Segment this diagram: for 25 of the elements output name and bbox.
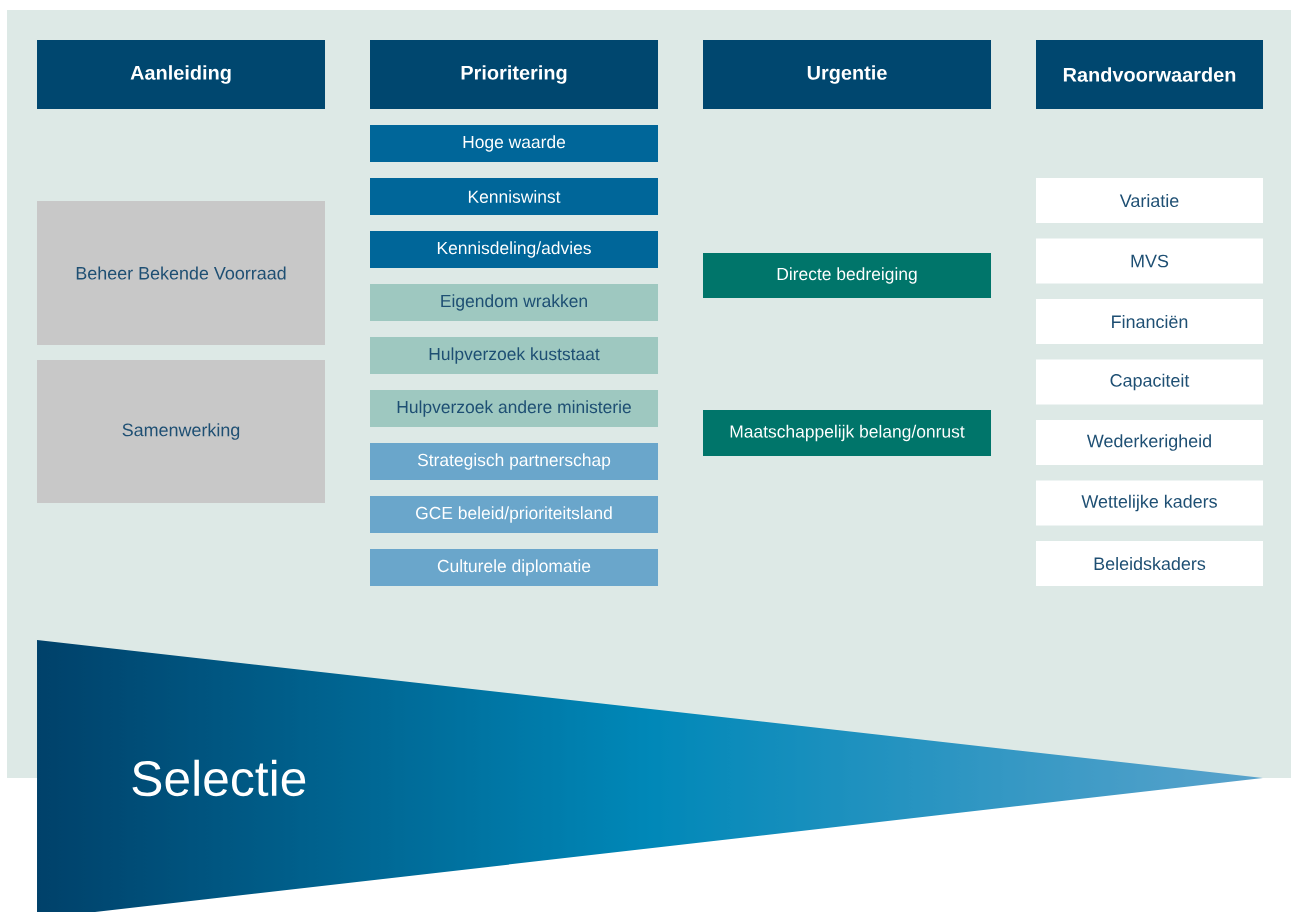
header-box: Randvoorwaarden [1036,40,1263,109]
condition-box: Financiën [1036,299,1263,344]
condition-box: Capaciteit [1036,359,1263,405]
header-box: Aanleiding [37,40,325,109]
urgency-box: Directe bedreiging [703,253,991,298]
condition-box: Beleidskaders [1036,541,1263,586]
criterion-box: Hoge waarde [370,125,658,162]
criterion-box: Strategisch partnerschap [370,443,658,480]
condition-box: Wettelijke kaders [1036,480,1263,526]
header-box: Prioritering [370,40,658,109]
criterion-box: Culturele diplomatie [370,549,658,586]
condition-box: Wederkerigheid [1036,420,1263,465]
category-box: Beheer Bekende Voorraad [37,201,325,345]
criterion-box: Kenniswinst [370,178,658,215]
criterion-box: Kennisdeling/advies [370,231,658,268]
category-box: Samenwerking [37,360,325,503]
selection-wedge: Selectie [132,759,306,797]
criterion-box: Eigendom wrakken [370,284,658,321]
urgency-box: Maatschappelijk belang/onrust [703,410,991,456]
condition-box: Variatie [1036,178,1263,223]
criterion-box: Hulpverzoek andere ministerie [370,390,658,427]
condition-box: MVS [1036,238,1263,284]
criterion-box: Hulpverzoek kuststaat [370,337,658,374]
criterion-box: GCE beleid/prioriteitsland [370,496,658,533]
header-box: Urgentie [703,40,991,109]
